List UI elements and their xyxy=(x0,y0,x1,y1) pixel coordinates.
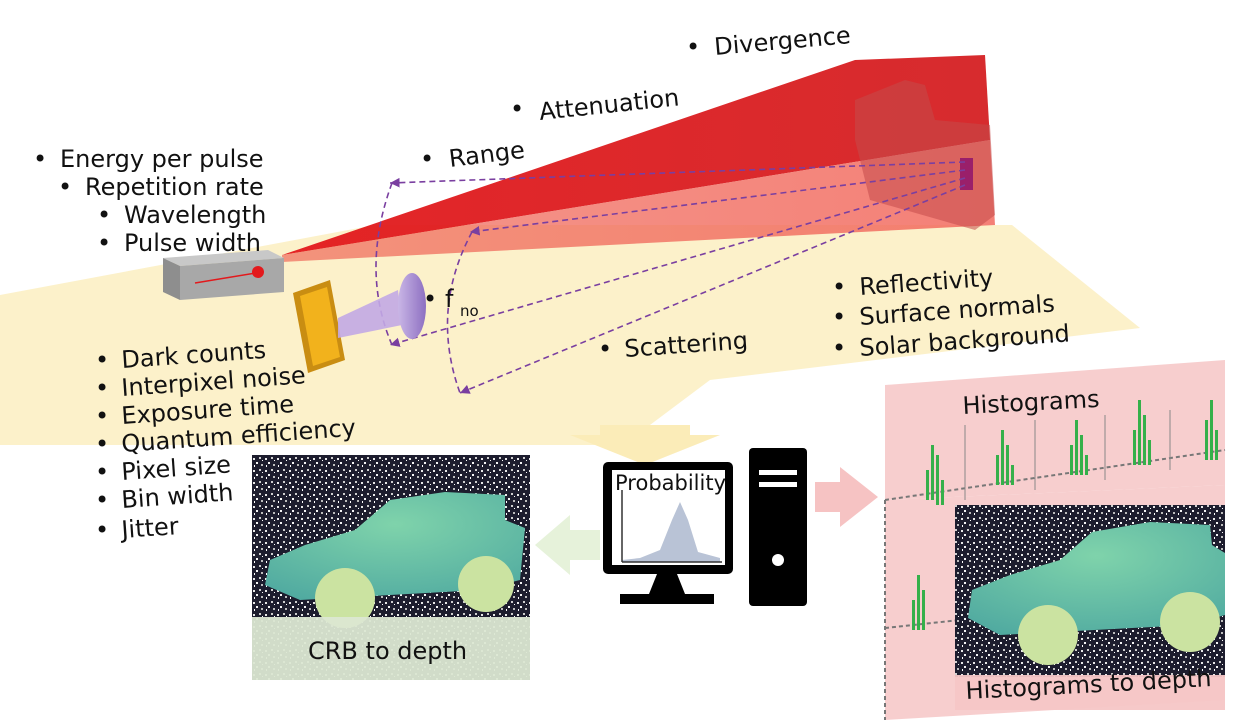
fno-symbol: f xyxy=(445,285,454,313)
scattering-bullet: • xyxy=(598,335,612,363)
fno-subscript: no xyxy=(460,302,479,320)
crb-to-depth-label: CRB to depth xyxy=(308,637,467,665)
histograms-banner xyxy=(955,675,1225,710)
detector xyxy=(293,280,345,373)
probability-curve xyxy=(622,502,720,562)
fno-bullet: • xyxy=(423,285,437,313)
computer-tower xyxy=(749,448,807,606)
det-bullet-3: • xyxy=(95,402,109,430)
source-param-energy: Energy per pulse xyxy=(60,145,264,173)
flow-arrow-pink xyxy=(815,467,878,527)
screen-title: Probability xyxy=(615,471,726,495)
crb-banner xyxy=(252,617,530,680)
source-param-bullet-2: • xyxy=(58,173,72,201)
det-bullet-5: • xyxy=(95,458,109,486)
attenuation-bullet: • xyxy=(510,95,524,123)
range-bullet: • xyxy=(420,145,434,173)
source-param-wavelength: Wavelength xyxy=(124,201,266,229)
laser-beam-upper xyxy=(282,55,990,255)
optics-label: • f no xyxy=(423,285,479,320)
det-bullet-6: • xyxy=(95,486,109,514)
attenuation-label: Attenuation xyxy=(538,83,681,126)
histogram-car-image xyxy=(968,522,1225,635)
ground-plane xyxy=(0,225,1140,445)
flow-arrow-down xyxy=(570,425,720,465)
crb-depth-panel xyxy=(252,455,530,680)
det-bullet-1: • xyxy=(95,346,109,374)
tgt-bullet-2: • xyxy=(832,303,846,331)
source-param-bullet-1: • xyxy=(33,145,47,173)
source-param-bullet-3: • xyxy=(97,201,111,229)
lens xyxy=(338,273,426,339)
histogram-bars xyxy=(912,400,1218,630)
range-label: Range xyxy=(447,136,526,173)
target-patch xyxy=(960,158,973,190)
flow-arrow-green xyxy=(535,515,600,575)
return-paths xyxy=(375,161,966,394)
tgt-bullet-1: • xyxy=(832,273,846,301)
computer xyxy=(603,448,807,606)
det-bullet-2: • xyxy=(95,374,109,402)
det-bullet-7: • xyxy=(95,516,109,544)
laser-beam-lower xyxy=(282,140,995,262)
divergence-bullet: • xyxy=(686,33,700,61)
tgt-bullet-3: • xyxy=(832,334,846,362)
laser-source xyxy=(163,250,284,300)
source-param-bullet-4: • xyxy=(97,229,111,257)
det-bullet-4: • xyxy=(95,430,109,458)
source-parameter-list: • Energy per pulse • Repetition rate • W… xyxy=(33,145,266,257)
target-object xyxy=(855,80,995,230)
divergence-label: Divergence xyxy=(713,21,852,61)
laser-spark-icon xyxy=(252,266,264,278)
det-param-jitter: Jitter xyxy=(118,512,179,544)
source-param-pulse-width: Pulse width xyxy=(124,229,261,257)
histogram-panel xyxy=(884,360,1226,720)
source-param-repetition: Repetition rate xyxy=(85,173,264,201)
